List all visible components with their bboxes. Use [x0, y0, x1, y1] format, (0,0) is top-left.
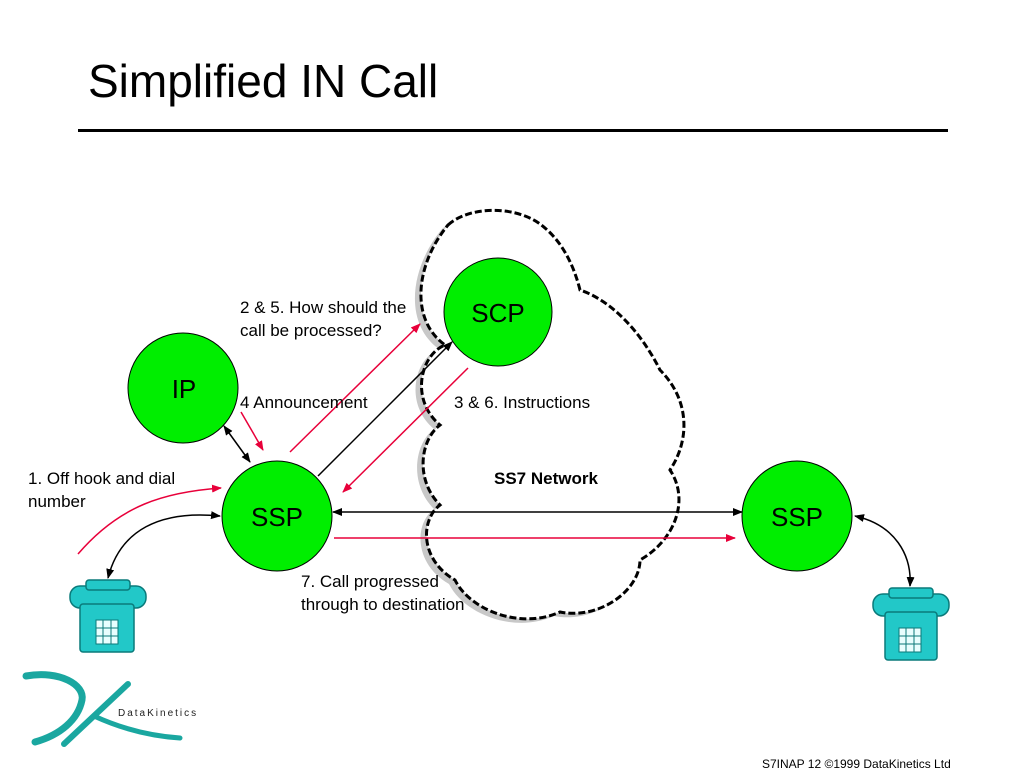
phone-icon — [69, 579, 147, 653]
ss7-network-cloud — [414, 208, 686, 623]
dial-arrow — [77, 484, 222, 555]
query-arrow — [289, 323, 421, 453]
scp-label: SCP — [471, 298, 524, 328]
footer-text: S7INAP 12 ©1999 DataKinetics Ltd — [762, 757, 951, 771]
instruction-arrow — [342, 367, 469, 493]
title-underline — [78, 129, 948, 132]
ip-label: IP — [172, 374, 197, 404]
ssp-left-label: SSP — [251, 502, 303, 532]
logo-text: DataKinetics — [118, 708, 199, 719]
network-label: SS7 Network — [494, 469, 598, 488]
ssp-right-node: SSP — [741, 460, 853, 572]
slide-title: Simplified IN Call — [88, 55, 439, 107]
step-4-label: 4 Announcement — [240, 393, 368, 412]
phone-left-link — [106, 511, 221, 579]
ip-node: IP — [127, 332, 239, 444]
announcement-arrow — [240, 411, 264, 451]
ssp-scp-link — [317, 341, 453, 477]
step-1-label: 1. Off hook and dial number — [28, 469, 176, 511]
ssp-right-label: SSP — [771, 502, 823, 532]
step-7-label: 7. Call progressed through to destinatio… — [301, 572, 465, 614]
ip-ssp-link — [223, 425, 251, 463]
step-3-6-label: 3 & 6. Instructions — [454, 393, 591, 412]
ssp-left-node: SSP — [221, 460, 333, 572]
step-2-5-label: 2 & 5. How should the call be processed? — [240, 298, 407, 340]
scp-node: SCP — [443, 257, 553, 367]
phone-right-link — [854, 514, 915, 587]
datakinetics-logo — [22, 671, 183, 747]
phone-icon — [872, 587, 950, 661]
